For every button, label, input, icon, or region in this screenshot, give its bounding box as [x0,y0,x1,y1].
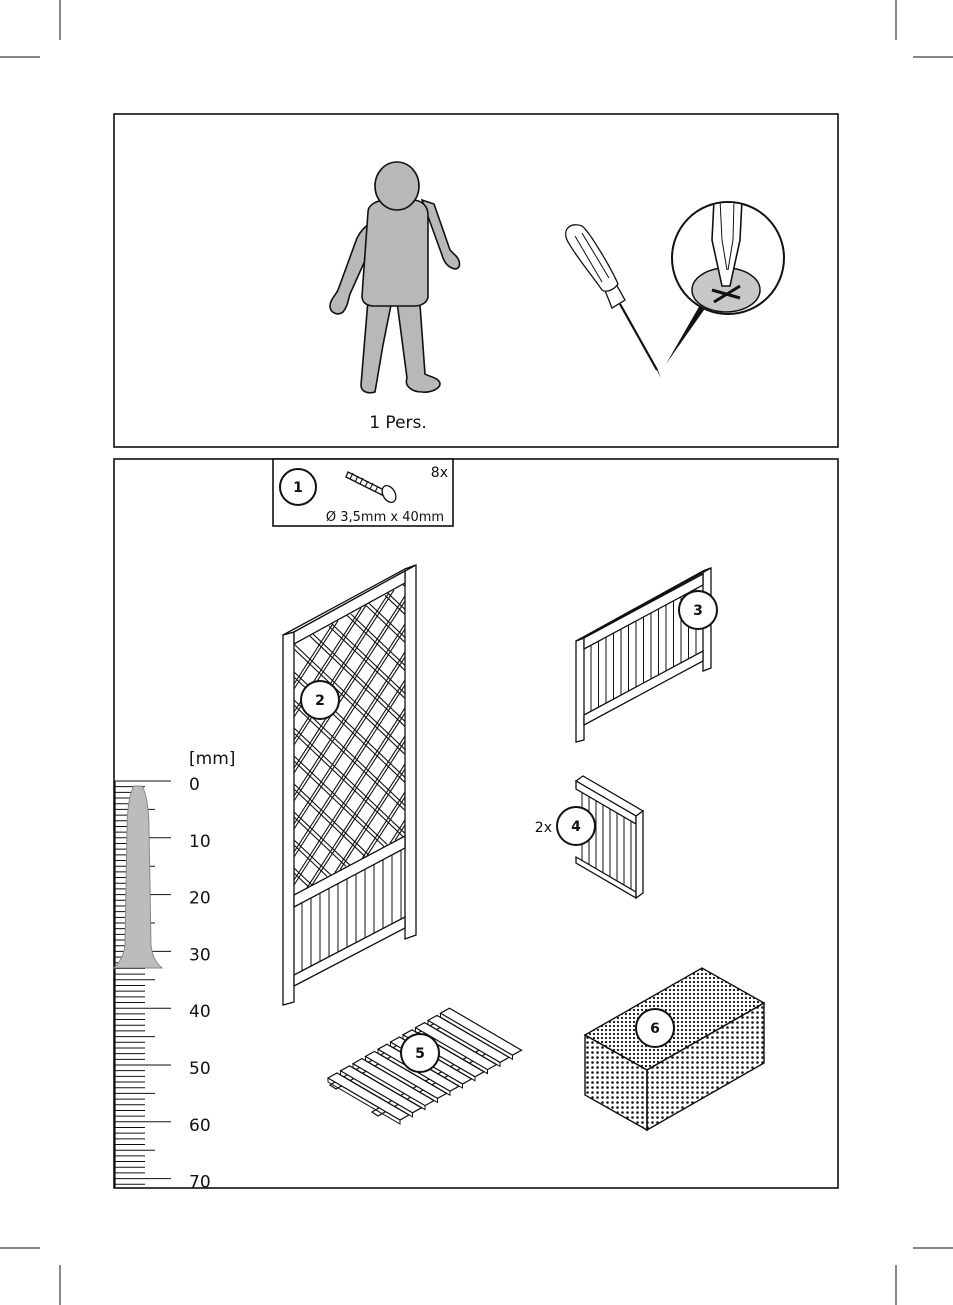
ruler-unit: [mm] [189,749,235,769]
screw-size: Ø 3,5mm x 40mm [326,510,444,525]
part-4-quantity: 2x [535,820,552,836]
part-number-2: 2 [315,693,325,709]
ruler-label: 0 [189,775,200,795]
screwdriver-icon [566,225,661,378]
part-number-6: 6 [650,1021,660,1037]
ruler-label: 20 [189,889,211,909]
part-number-4: 4 [571,819,581,835]
persons-label: 1 Pers. [369,413,427,433]
ruler-label: 40 [189,1002,211,1022]
ruler-label: 70 [189,1173,211,1193]
mesh-liner [585,968,764,1130]
ruler-label: 30 [189,945,211,965]
part-number-3: 3 [693,603,703,619]
trellis-panel [283,565,416,1005]
screw-silhouette-icon [114,786,162,968]
phillips-tip-detail-icon [666,200,784,364]
ruler-label: 50 [189,1059,211,1079]
part-number-1: 1 [293,480,303,496]
part-number-5: 5 [415,1046,425,1062]
ruler-label: 60 [189,1116,211,1136]
ruler-label: 10 [189,832,211,852]
screw-quantity: 8x [431,465,448,481]
person-icon [330,162,459,393]
